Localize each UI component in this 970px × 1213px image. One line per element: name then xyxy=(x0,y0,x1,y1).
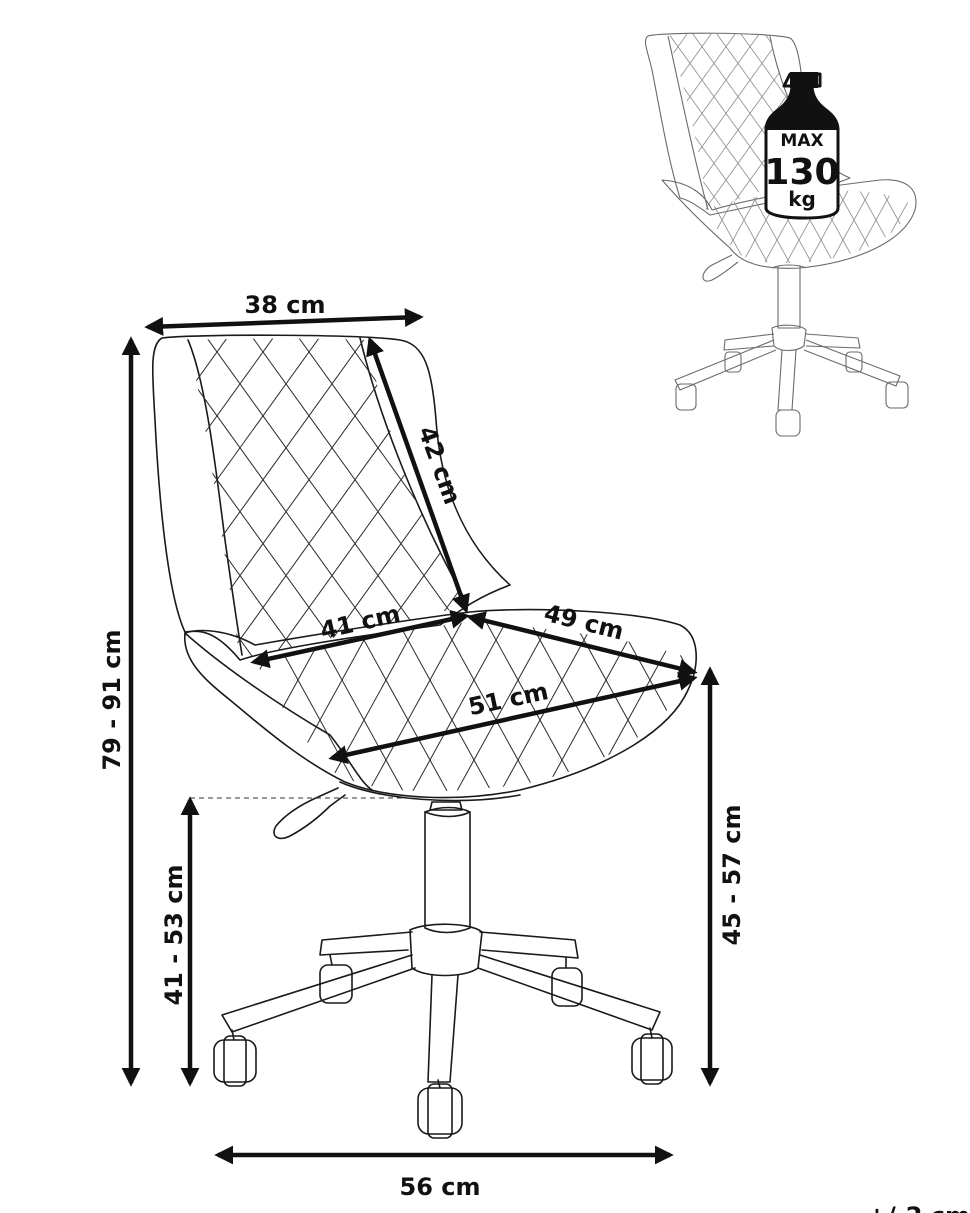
arrow-seat-depth xyxy=(466,611,698,678)
small-seat-outline xyxy=(661,179,917,269)
label-seat-height: 41 - 53 cm xyxy=(160,864,188,1005)
backrest-quilting xyxy=(188,338,470,660)
label-total-height: 79 - 91 cm xyxy=(98,629,126,770)
caster-back-right xyxy=(551,957,583,1007)
arrow-back-height xyxy=(366,336,470,614)
arrow-width-top xyxy=(144,308,424,336)
caster-back-left xyxy=(319,954,353,1004)
base-leg-left xyxy=(221,954,416,1033)
dimension-labels: 38 cm 42 cm 41 cm 49 cm 51 cm 79 - 91 cm… xyxy=(98,291,970,1213)
weight-value: 130 xyxy=(764,152,839,193)
max-weight-icon: MAX 130 kg xyxy=(764,72,840,220)
base-leg-back-right xyxy=(479,931,579,959)
arrow-seat-width xyxy=(250,609,470,669)
weight-label-max: MAX xyxy=(780,131,823,151)
arrow-seat-diagonal xyxy=(328,672,698,764)
label-tolerance: +/-2 cm xyxy=(867,1202,970,1213)
base-leg-right xyxy=(477,954,661,1031)
height-lever xyxy=(273,787,346,840)
label-width-top: 38 cm xyxy=(245,291,326,319)
main-chair-drawing xyxy=(151,334,697,1139)
caster-left xyxy=(213,1029,257,1087)
dimension-arrows xyxy=(121,308,720,1165)
base-leg-front xyxy=(427,974,459,1083)
caster-right xyxy=(631,1027,673,1085)
weight-unit: kg xyxy=(788,187,816,211)
label-front-height: 45 - 57 cm xyxy=(718,804,746,945)
base-leg-back-left xyxy=(319,931,413,956)
small-chair-drawing xyxy=(644,32,917,437)
gas-lift-column xyxy=(429,801,463,811)
backrest-inner-panel xyxy=(187,339,243,656)
label-base-width: 56 cm xyxy=(400,1173,481,1201)
label-back-height: 42 cm xyxy=(413,422,467,508)
caster-front xyxy=(417,1079,463,1139)
